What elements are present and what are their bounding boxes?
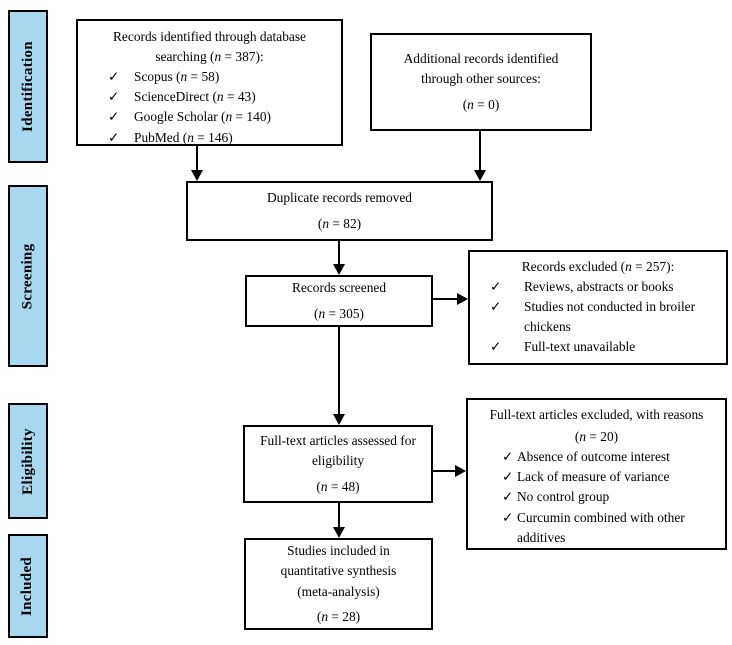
studies-included-line3: (meta-analysis) <box>297 583 380 599</box>
list-item: ✓ ScienceDirect (n = 43) <box>108 87 341 107</box>
check-icon: ✓ <box>108 69 120 85</box>
box-additional-records: Additional records identified through ot… <box>370 33 592 131</box>
fulltext-excluded-title: Full-text articles excluded, with reason… <box>489 407 704 422</box>
studies-included-line1: Studies included in <box>287 543 390 559</box>
check-icon: ✓ <box>502 489 514 505</box>
additional-records-line1: Additional records identified <box>403 51 559 67</box>
arrow-screened-to-assessed <box>333 327 345 425</box>
studies-included-count: (n = 28) <box>316 608 361 624</box>
list-item-label: Full-text unavailable <box>524 339 636 355</box>
fulltext-assessed-count: (n = 48) <box>316 478 360 494</box>
check-icon: ✓ <box>108 89 120 105</box>
list-item: ✓No control group <box>502 487 725 507</box>
fulltext-assessed-line2: eligibility <box>311 453 365 469</box>
box-fulltext-assessed: Full-text articles assessed for eligibil… <box>243 425 433 503</box>
list-item: ✓ Full-text unavailable <box>490 337 726 357</box>
list-item-label: Studies not conducted in broiler chicken… <box>524 299 696 335</box>
records-screened-title: Records screened <box>291 280 387 296</box>
list-item: ✓ PubMed (n = 146) <box>108 128 341 148</box>
duplicates-removed-count: (n = 82) <box>317 215 362 231</box>
fulltext-assessed-line1: Full-text articles assessed for <box>260 433 416 449</box>
list-item: ✓ Google Scholar (n = 140) <box>108 107 341 127</box>
box-duplicates-removed: Duplicate records removed (n = 82) <box>186 181 493 241</box>
list-item-label: ScienceDirect (n = 43) <box>134 89 256 105</box>
records-identified-line2: searching (n = 387): <box>155 49 264 65</box>
list-item: ✓Curcumin combined with other additives <box>502 508 725 548</box>
check-icon: ✓ <box>108 109 120 125</box>
stage-identification-label: Identification <box>19 41 36 132</box>
check-icon: ✓ <box>108 129 120 145</box>
database-list: ✓ Scopus (n = 58) ✓ ScienceDirect (n = 43)… <box>78 67 341 147</box>
arrow-assessed-to-ftexcluded <box>433 465 466 477</box>
box-records-excluded: Records excluded (n = 257): ✓ Reviews, ab… <box>468 250 728 365</box>
check-icon: ✓ <box>502 469 514 485</box>
check-icon: ✓ <box>502 449 514 465</box>
list-item: ✓ Studies not conducted in broiler chicke… <box>490 297 726 337</box>
records-excluded-title: Records excluded (n = 257): <box>521 259 675 274</box>
records-identified-line1: Records identified through database <box>113 29 306 44</box>
list-item: ✓ Reviews, abstracts or books <box>490 277 726 297</box>
list-item-label: Absence of outcome interest <box>517 449 670 465</box>
box-records-identified: Records identified through database sear… <box>76 19 343 146</box>
arrow-duplicates-to-screened <box>333 241 345 275</box>
duplicates-removed-title: Duplicate records removed <box>266 190 412 206</box>
stage-identification: Identification <box>8 10 48 163</box>
check-icon: ✓ <box>502 509 514 525</box>
list-item-label: Lack of measure of variance <box>517 469 670 485</box>
stage-screening: Screening <box>8 185 48 367</box>
list-item: ✓Absence of outcome interest <box>502 447 725 467</box>
box-fulltext-excluded: Full-text articles excluded, with reason… <box>466 398 727 550</box>
list-item-label: Scopus (n = 58) <box>134 69 220 85</box>
additional-records-line2: through other sources: <box>421 71 541 87</box>
box-records-screened: Records screened (n = 305) <box>245 275 433 327</box>
list-item-label: No control group <box>517 489 610 505</box>
exclusion-reasons-list: ✓ Reviews, abstracts or books ✓ Studies no… <box>470 277 726 357</box>
stage-included-label: Included <box>19 556 36 616</box>
stage-included: Included <box>8 534 48 638</box>
records-screened-count: (n = 305) <box>314 305 364 321</box>
list-item-label: Curcumin combined with other additives <box>517 509 685 545</box>
arrow-identified-to-duplicates <box>191 146 203 181</box>
box-studies-included: Studies included in quantitative synthes… <box>244 538 433 630</box>
check-icon: ✓ <box>490 339 502 355</box>
studies-included-line2: quantitative synthesis <box>280 563 397 579</box>
list-item: ✓Lack of measure of variance <box>502 467 725 487</box>
list-item-label: Reviews, abstracts or books <box>524 279 674 295</box>
fulltext-exclusion-reasons-list: ✓Absence of outcome interest ✓Lack of me… <box>468 447 725 548</box>
list-item-label: PubMed (n = 146) <box>134 129 233 145</box>
arrow-assessed-to-included <box>333 503 345 538</box>
check-icon: ✓ <box>490 299 502 315</box>
arrow-screened-to-excluded <box>433 293 468 305</box>
stage-eligibility-label: Eligibility <box>19 427 36 495</box>
stage-eligibility: Eligibility <box>8 403 48 519</box>
stage-screening-label: Screening <box>19 243 36 309</box>
fulltext-excluded-count: (n = 20) <box>574 429 619 445</box>
arrow-additional-to-duplicates <box>474 131 486 181</box>
check-icon: ✓ <box>490 279 502 295</box>
list-item-label: Google Scholar (n = 140) <box>134 109 271 125</box>
additional-records-count: (n = 0) <box>462 96 500 112</box>
list-item: ✓ Scopus (n = 58) <box>108 67 341 87</box>
